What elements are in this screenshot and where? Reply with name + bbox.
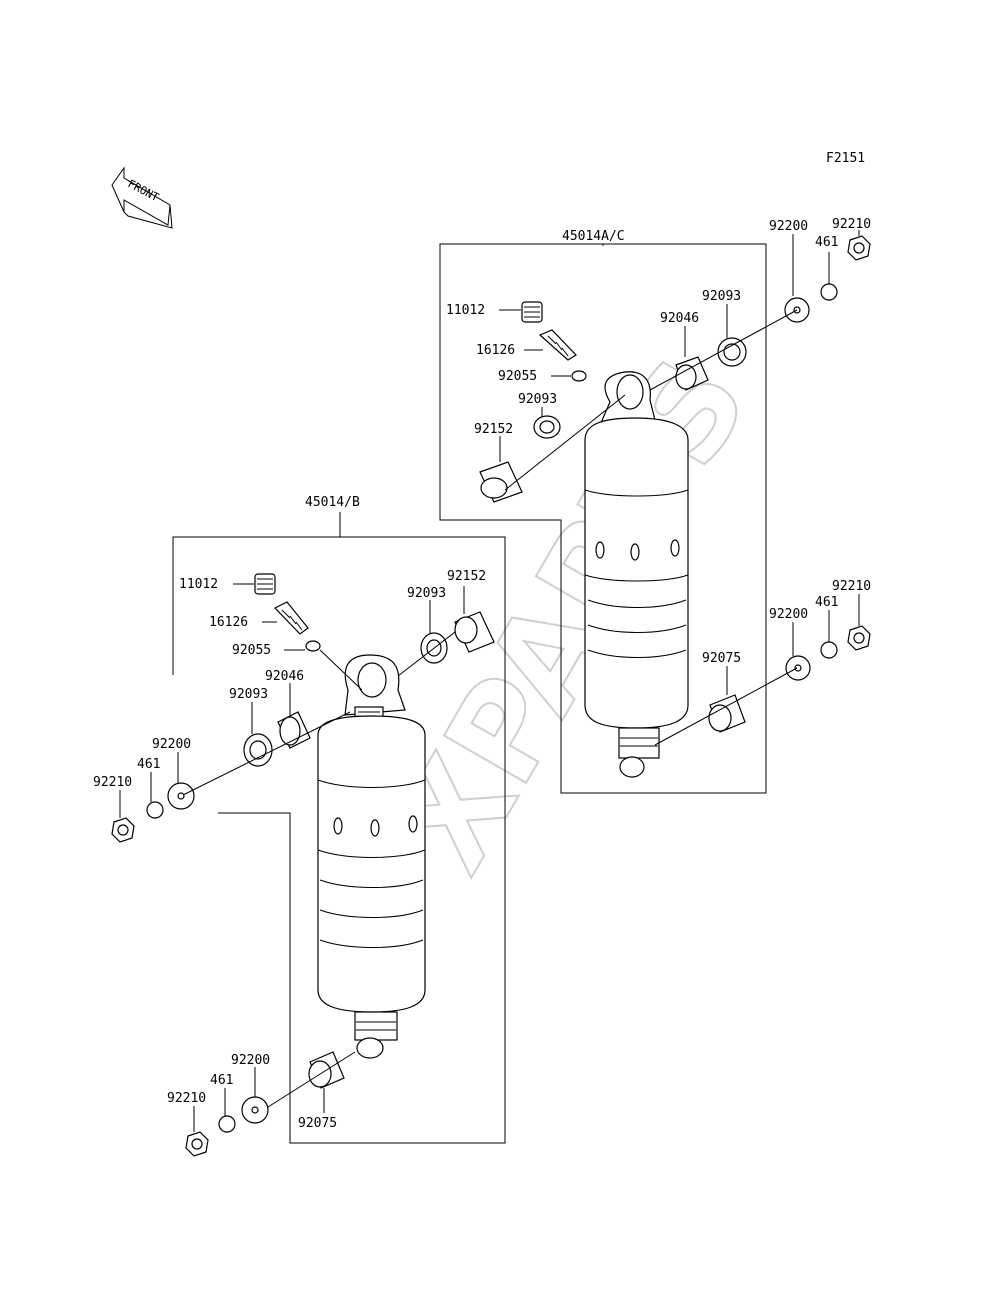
callout-461-right-a: 461 (815, 235, 838, 250)
o-ring-left (305, 640, 321, 652)
callout-92055-right: 92055 (498, 369, 537, 384)
bearing-92046-left (277, 711, 311, 749)
callout-92093-left-b: 92093 (229, 687, 268, 702)
assembly-label-right: 45014A/C (562, 229, 625, 244)
callout-92210-right-a: 92210 (832, 217, 871, 232)
adjuster-knob-left (274, 601, 309, 635)
callout-92075-left: 92075 (298, 1116, 337, 1131)
adjuster-spring-right (521, 301, 543, 323)
washer-92200-left-a (167, 782, 195, 810)
nut-92210-right-a (847, 235, 871, 261)
assembly-frame-right (439, 243, 767, 794)
adjuster-spring-left (254, 573, 276, 595)
bearing-92046-right (675, 356, 709, 391)
washer-461-left-b (218, 1115, 236, 1133)
callout-92093-right-b: 92093 (702, 289, 741, 304)
callout-92152-left: 92152 (447, 569, 486, 584)
washer-461-right-b (820, 641, 838, 659)
callout-92075-right: 92075 (702, 651, 741, 666)
adjuster-knob-right (538, 329, 577, 361)
callout-16126-right: 16126 (476, 343, 515, 358)
callout-16126-left: 16126 (209, 615, 248, 630)
front-arrow-icon: FRONT (111, 166, 173, 229)
seal-92093-left-b (243, 733, 273, 767)
callout-461-right-b: 461 (815, 595, 838, 610)
callout-92093-right-a: 92093 (518, 392, 557, 407)
callout-92200-left-b: 92200 (231, 1053, 270, 1068)
callout-92093-left-a: 92093 (407, 586, 446, 601)
washer-461-left-a (146, 801, 164, 819)
callout-92152-right: 92152 (474, 422, 513, 437)
callout-92210-left-a: 92210 (93, 775, 132, 790)
collar-92152-left (454, 611, 495, 653)
seal-92093-right-b (717, 337, 747, 367)
washer-92200-left-b (241, 1096, 269, 1124)
callout-461-left-b: 461 (210, 1073, 233, 1088)
figure-code: F2151 (826, 151, 865, 166)
callout-11012-left: 11012 (179, 577, 218, 592)
callout-92046-left: 92046 (265, 669, 304, 684)
callout-11012-right: 11012 (446, 303, 485, 318)
assembly-label-left: 45014/B (305, 495, 360, 510)
watermark-text: XPARTS (365, 334, 777, 896)
shock-absorber-right (584, 371, 689, 778)
callout-461-left-a: 461 (137, 757, 160, 772)
shock-absorber-left (317, 654, 426, 1059)
assembly-frame-left (172, 536, 506, 1144)
front-label: FRONT (126, 177, 162, 204)
o-ring-right (571, 370, 587, 382)
nut-92210-left-b (185, 1131, 209, 1157)
callout-92210-left-b: 92210 (167, 1091, 206, 1106)
callout-92200-right-b: 92200 (769, 607, 808, 622)
nut-92210-right-b (847, 625, 871, 651)
washer-92200-right-b (785, 655, 811, 681)
collar-92152-right (479, 461, 523, 503)
seal-92093-right-a (533, 415, 561, 439)
collar-92075-right (708, 694, 746, 733)
callout-92200-left-a: 92200 (152, 737, 191, 752)
callout-92210-right-b: 92210 (832, 579, 871, 594)
callout-92046-right: 92046 (660, 311, 699, 326)
nut-92210-left-a (111, 817, 135, 843)
callout-92200-right-a: 92200 (769, 219, 808, 234)
callout-92055-left: 92055 (232, 643, 271, 658)
washer-461-right-a (820, 283, 838, 301)
